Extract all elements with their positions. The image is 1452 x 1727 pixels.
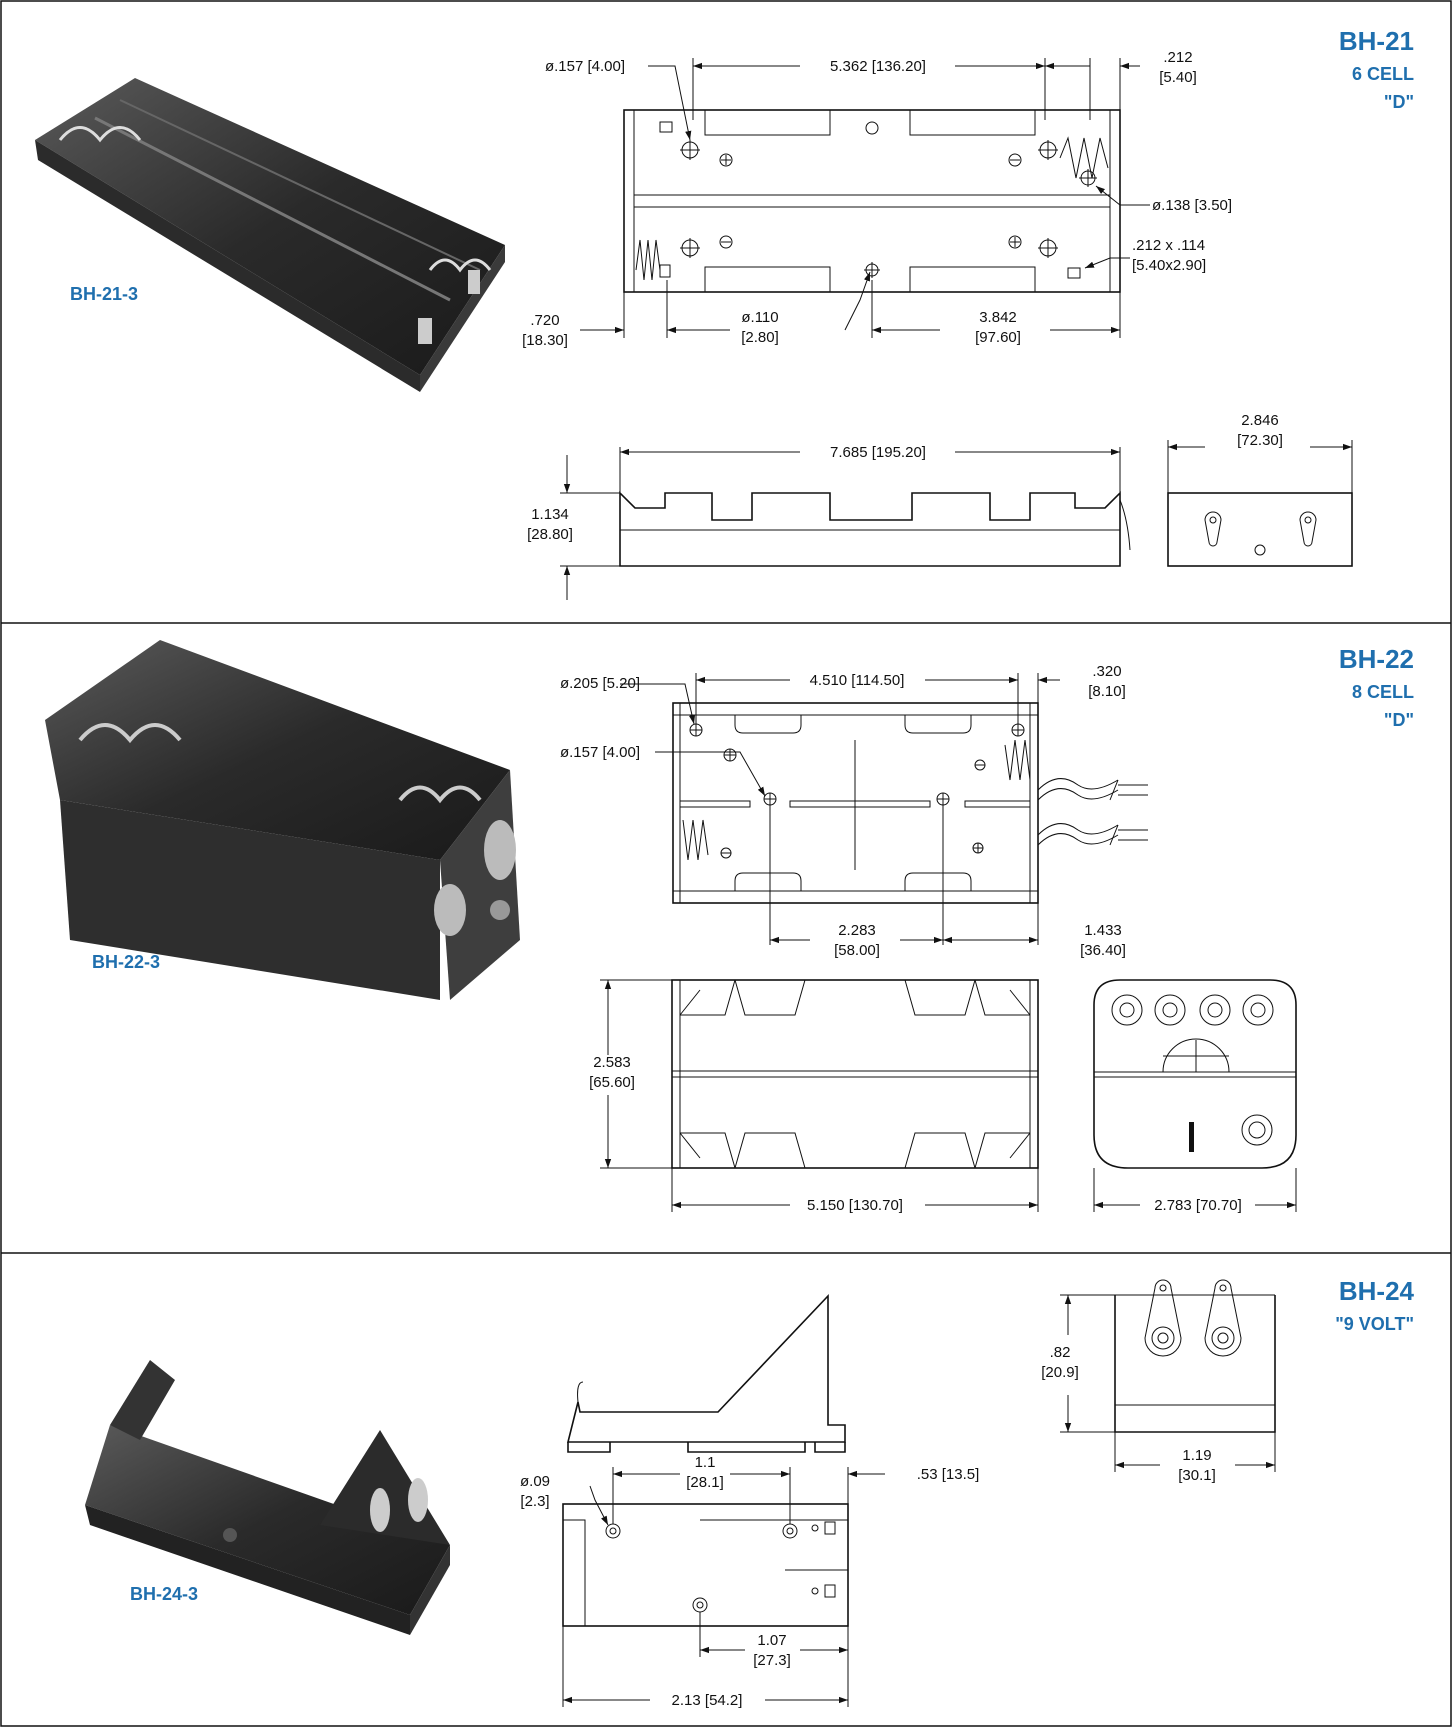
dim-right: .53 [13.5] (917, 1466, 980, 1483)
dim-low-in: 1.07 (757, 1632, 786, 1649)
dim-hole-in: ø.09 (520, 1473, 550, 1490)
dim-span-in: 1.1 (695, 1454, 716, 1471)
dim-mid-in: 2.283 (838, 922, 876, 939)
model-title: BH-21 (1339, 26, 1414, 56)
dim-top-right-mm: [8.10] (1088, 683, 1126, 700)
dim-top-span: 5.362 [136.20] (830, 58, 926, 75)
product-photo (45, 640, 520, 1000)
dim-length: 2.13 [54.2] (672, 1692, 743, 1709)
dim-width-mm: [30.1] (1178, 1467, 1216, 1484)
dim-width-in: 1.19 (1182, 1447, 1211, 1464)
cell-count: 6 CELL (1352, 64, 1414, 84)
dim-mid-in: ø.110 (741, 309, 778, 326)
section-bh-22: BH-22 8 CELL "D" BH-22-3 (45, 640, 1414, 1214)
side-profile (566, 1293, 846, 1453)
end-view (1093, 979, 1297, 1212)
dim-height-mm: [28.80] (527, 526, 573, 543)
part-number: BH-22-3 (92, 952, 160, 972)
dim-mid-mm: [58.00] (834, 942, 880, 959)
product-photo (85, 1360, 450, 1635)
side-view (560, 447, 1131, 600)
dim-width-in: 2.846 (1241, 412, 1279, 429)
battery-type: "9 VOLT" (1335, 1314, 1414, 1334)
dim-mid-mm: [2.80] (741, 329, 779, 346)
dim-right-mm: [97.60] (975, 329, 1021, 346)
product-photo (35, 78, 505, 392)
dimension-lines (580, 58, 1150, 338)
dim-hole-a: ø.205 [5.20] (560, 675, 640, 692)
part-number: BH-21-3 (70, 284, 138, 304)
end-view (1060, 1279, 1276, 1472)
dim-slot-mm: [5.40x2.90] (1132, 257, 1206, 274)
dim-height-in: 1.134 (531, 506, 569, 523)
model-title: BH-24 (1339, 1276, 1415, 1306)
top-view (623, 109, 1121, 293)
dim-width-mm: [72.30] (1237, 432, 1283, 449)
dim-right-mm: [36.40] (1080, 942, 1126, 959)
dim-left-mm: [18.30] (522, 332, 568, 349)
top-view (672, 702, 1148, 904)
dim-hole-mm: [2.3] (520, 1493, 549, 1510)
dim-right-in: 3.842 (979, 309, 1017, 326)
cell-count: 8 CELL (1352, 682, 1414, 702)
cell-type: "D" (1384, 710, 1414, 730)
side-view (600, 979, 1039, 1212)
dim-left-in: .720 (530, 312, 559, 329)
cell-type: "D" (1384, 92, 1414, 112)
dim-length: 5.150 [130.70] (807, 1197, 903, 1214)
dim-height-mm: [65.60] (589, 1074, 635, 1091)
end-view (1167, 440, 1353, 567)
dim-hole-b: ø.157 [4.00] (560, 744, 640, 761)
dim-height-in: .82 (1050, 1344, 1071, 1361)
dim-hole-top-left: ø.157 [4.00] (545, 58, 625, 75)
part-number: BH-24-3 (130, 1584, 198, 1604)
dim-right-in: 1.433 (1084, 922, 1122, 939)
section-bh-24: BH-24 "9 VOLT" BH-24-3 (85, 1276, 1415, 1709)
top-view (562, 1503, 849, 1627)
model-title: BH-22 (1339, 644, 1414, 674)
dim-top-right-in: .212 (1163, 49, 1192, 66)
dim-length: 7.685 [195.20] (830, 444, 926, 461)
dim-hole-right: ø.138 [3.50] (1152, 197, 1232, 214)
dim-slot-in: .212 x .114 (1132, 237, 1205, 254)
dim-top-right-mm: [5.40] (1159, 69, 1197, 86)
dim-width: 2.783 [70.70] (1154, 1197, 1242, 1214)
section-bh-21: BH-21 6 CELL "D" BH-21-3 (35, 26, 1414, 600)
dimension-lines (620, 673, 1060, 945)
dimension-lines (562, 1467, 885, 1707)
dim-low-mm: [27.3] (753, 1652, 791, 1669)
dim-height-mm: [20.9] (1041, 1364, 1079, 1381)
dim-top-span: 4.510 [114.50] (810, 672, 905, 689)
dim-span-mm: [28.1] (686, 1474, 724, 1491)
dim-height-in: 2.583 (593, 1054, 631, 1071)
dim-top-right-in: .320 (1092, 663, 1121, 680)
